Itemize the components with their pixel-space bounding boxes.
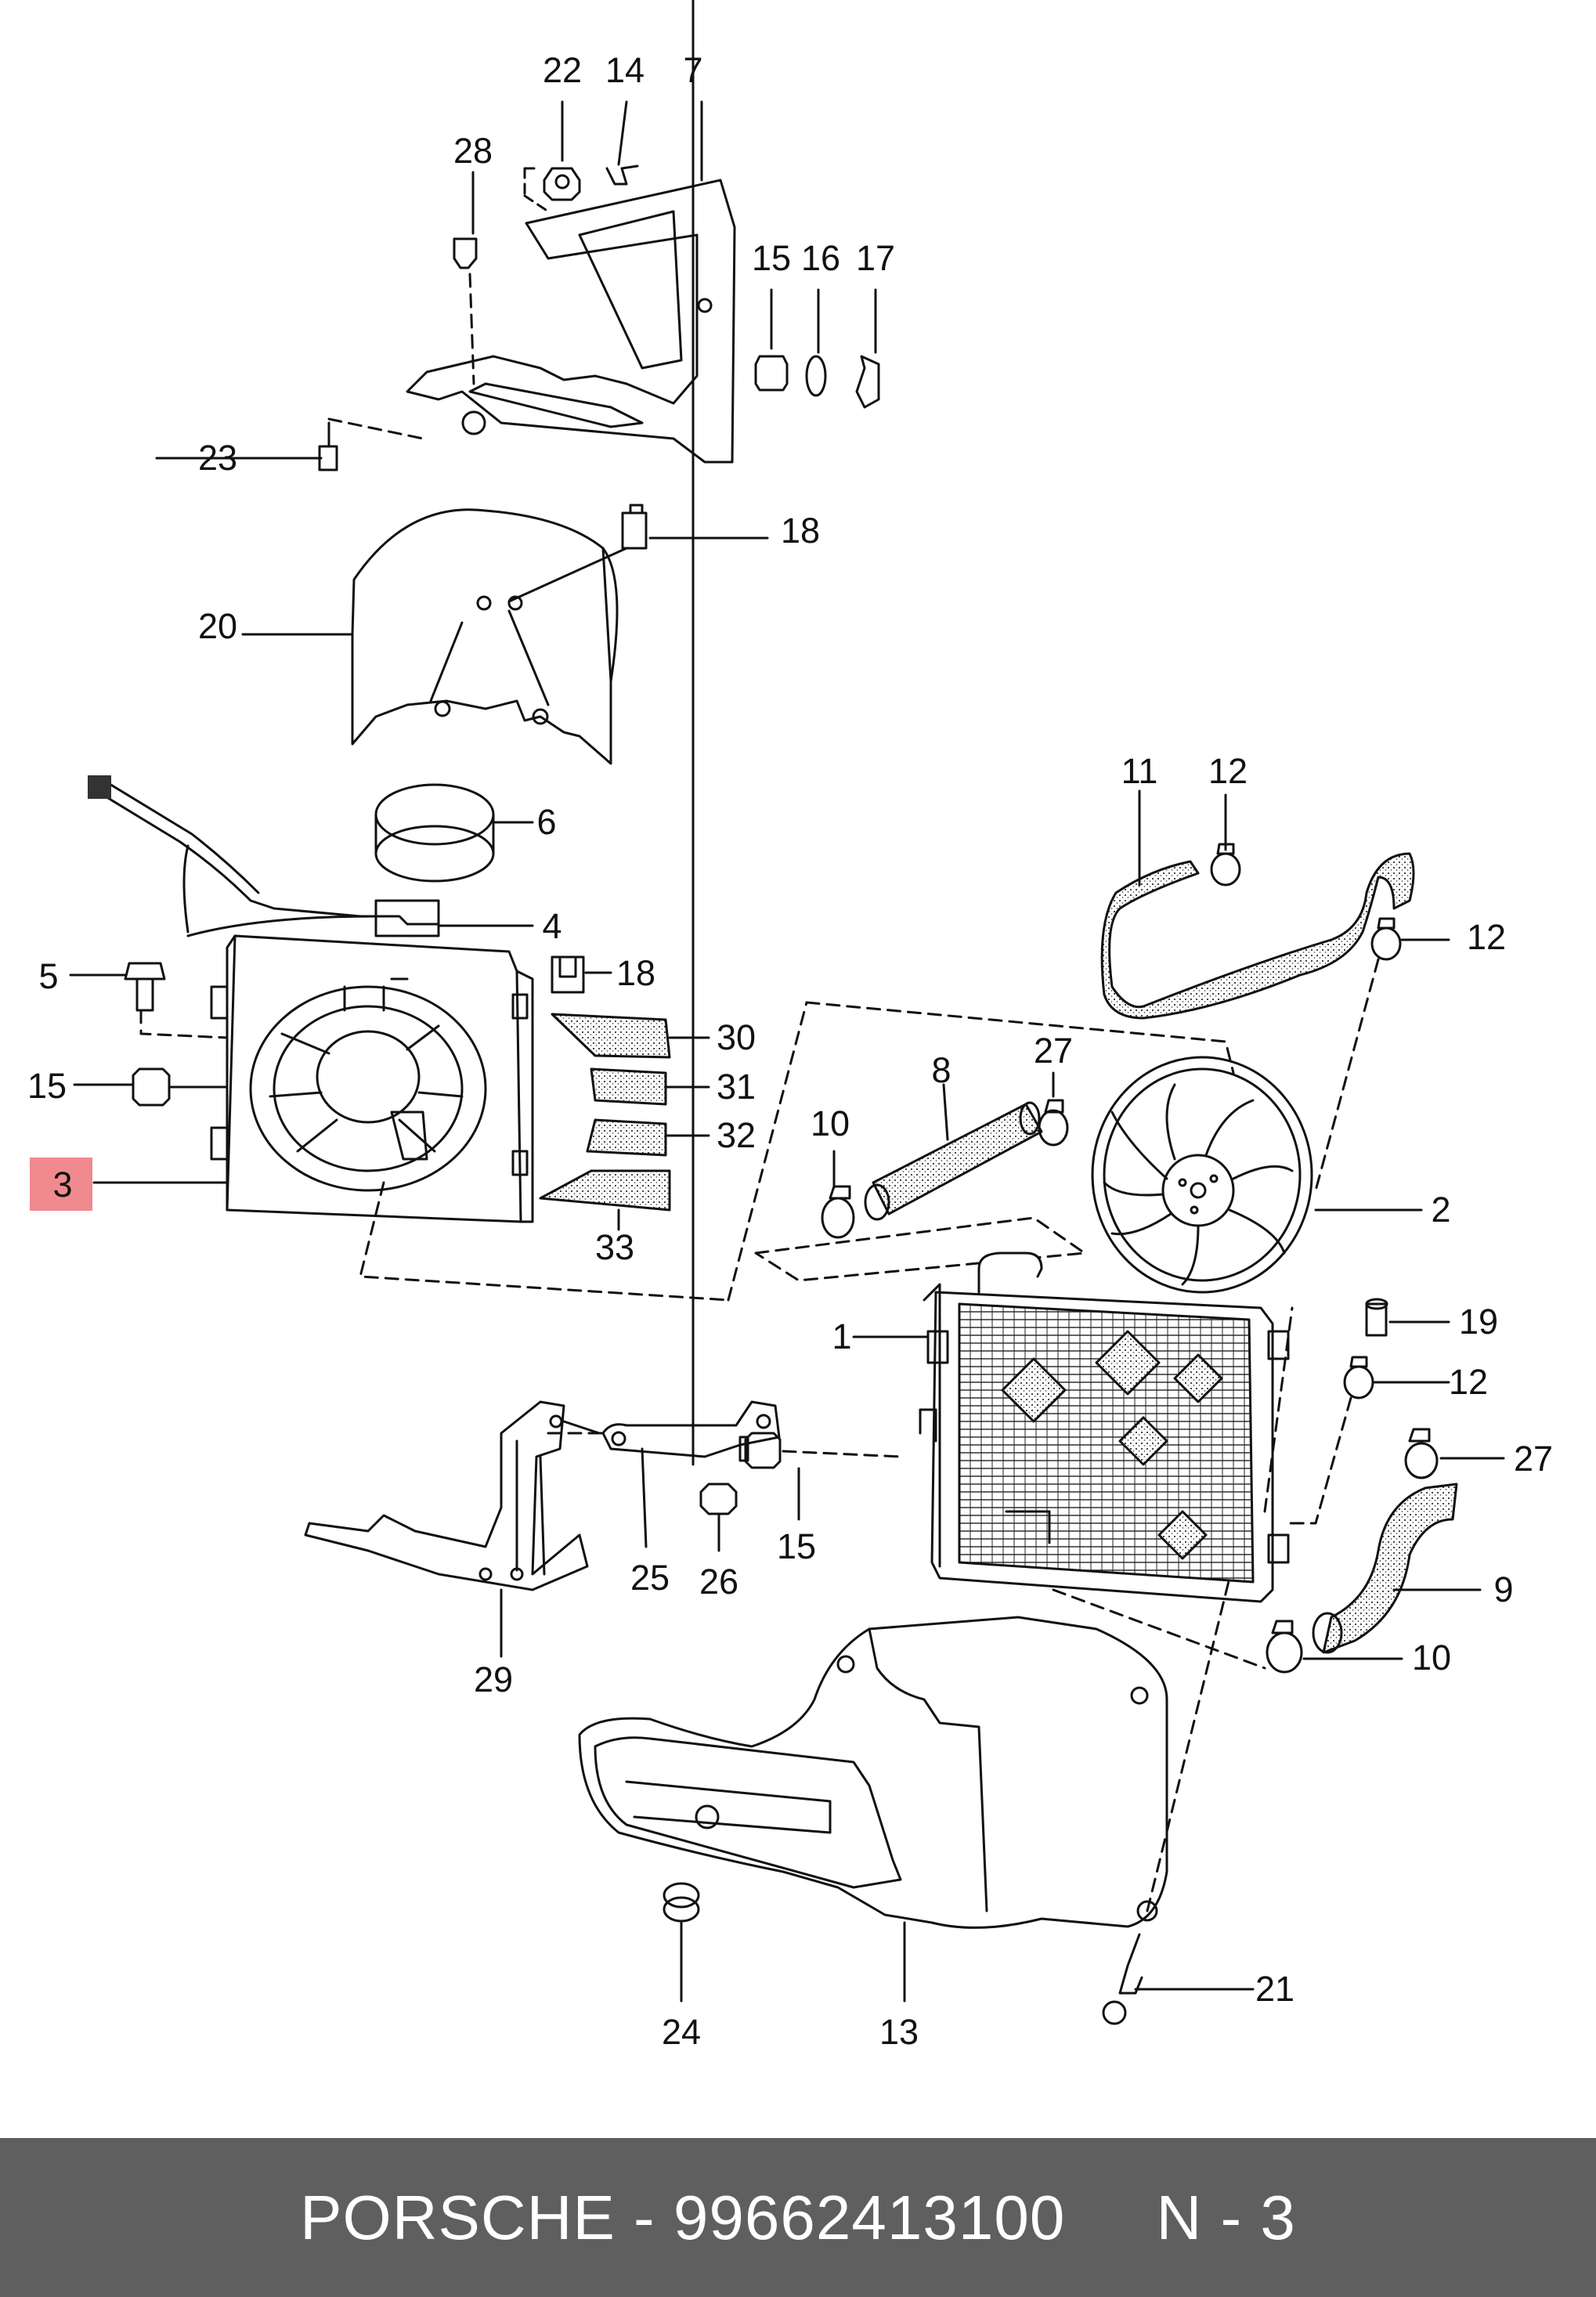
callout-4: 4 bbox=[542, 906, 561, 946]
callout-21: 21 bbox=[1255, 1969, 1294, 2009]
callout-28: 28 bbox=[453, 131, 493, 171]
callout-6: 6 bbox=[536, 802, 556, 842]
pad-33 bbox=[539, 1169, 671, 1231]
pad-30 bbox=[551, 1013, 710, 1059]
clip-18-top bbox=[621, 504, 769, 550]
callout-23: 23 bbox=[198, 438, 237, 478]
plug-24 bbox=[663, 1882, 700, 2003]
bolt-23-body bbox=[318, 421, 338, 471]
callout-14: 14 bbox=[605, 50, 645, 90]
ring-6 bbox=[374, 783, 534, 883]
connector-4 bbox=[88, 778, 534, 937]
footer-caption: PORSCHE - 99662413100 N - 3 bbox=[300, 2182, 1296, 2254]
bolt-5 bbox=[69, 962, 166, 1012]
callout-27-top: 27 bbox=[1034, 1031, 1073, 1071]
callout-11: 11 bbox=[1121, 751, 1158, 791]
callout-17: 17 bbox=[856, 238, 895, 278]
callout-31: 31 bbox=[717, 1067, 756, 1107]
clamp-27-right bbox=[1404, 1428, 1505, 1479]
callout-24: 24 bbox=[662, 2012, 701, 2052]
bracket-part-7 bbox=[406, 179, 736, 464]
spacer bbox=[1065, 2183, 1156, 2252]
callout-12-low: 12 bbox=[1449, 1362, 1488, 1402]
nut-26 bbox=[691, 0, 738, 1552]
clamp-12-top bbox=[1210, 793, 1241, 887]
callout-10-right: 10 bbox=[1412, 1638, 1451, 1678]
callout-8: 8 bbox=[931, 1050, 951, 1090]
clip-18-mid bbox=[551, 955, 612, 994]
callout-29: 29 bbox=[474, 1660, 513, 1699]
duct-13 bbox=[578, 1616, 1168, 2003]
pad-32 bbox=[586, 1118, 710, 1157]
callout-27-right: 27 bbox=[1514, 1439, 1553, 1479]
clip-14 bbox=[605, 164, 639, 186]
callout-18-mid: 18 bbox=[616, 953, 655, 993]
cap-19 bbox=[1365, 1298, 1450, 1337]
callout-10-top: 10 bbox=[811, 1103, 850, 1143]
clip-28 bbox=[453, 237, 478, 269]
separator: - bbox=[615, 2182, 673, 2252]
callout-18-top: 18 bbox=[781, 511, 820, 551]
hose-9 bbox=[1312, 1483, 1482, 1654]
callout-15-left: 15 bbox=[27, 1066, 67, 1106]
bolt-21 bbox=[1102, 1576, 1255, 2025]
fan-shroud-3 bbox=[92, 934, 730, 1302]
callout-25: 25 bbox=[630, 1558, 670, 1598]
shroud-20 bbox=[241, 508, 628, 765]
grommet-15-right bbox=[738, 1432, 902, 1521]
callout-22: 22 bbox=[543, 50, 582, 90]
clamp-10-upper bbox=[821, 1150, 855, 1239]
callout-1: 1 bbox=[832, 1316, 851, 1356]
callout-3: 3 bbox=[52, 1165, 72, 1204]
callout-33: 33 bbox=[595, 1227, 634, 1267]
callout-2: 2 bbox=[1431, 1190, 1450, 1230]
callout-19: 19 bbox=[1459, 1302, 1498, 1342]
callout-5: 5 bbox=[38, 956, 58, 996]
clamp-12-mid bbox=[1314, 917, 1450, 1192]
brand-name: PORSCHE bbox=[300, 2182, 616, 2252]
callout-15-right: 15 bbox=[777, 1526, 816, 1566]
callout-12-top: 12 bbox=[1208, 751, 1248, 791]
callout-12-mid: 12 bbox=[1467, 917, 1506, 957]
bracket-29 bbox=[304, 1400, 601, 1658]
callout-9: 9 bbox=[1493, 1569, 1513, 1609]
grommet-15-top bbox=[754, 288, 789, 392]
callout-26: 26 bbox=[699, 1562, 738, 1602]
pad-31 bbox=[590, 1067, 710, 1106]
callout-13: 13 bbox=[879, 2012, 919, 2052]
ring-16 bbox=[805, 288, 827, 397]
footer-bar: PORSCHE - 99662413100 N - 3 bbox=[0, 2138, 1596, 2297]
bracket-25 bbox=[547, 1400, 781, 1548]
clamp-10-right bbox=[1052, 1588, 1403, 1674]
callout-16: 16 bbox=[801, 238, 840, 278]
callout-32: 32 bbox=[717, 1115, 756, 1155]
callout-7: 7 bbox=[683, 50, 702, 90]
pipe-8 bbox=[864, 1083, 1043, 1221]
parts-diagram: 22 14 7 28 15 16 17 23 18 20 11 12 6 4 1… bbox=[27, 0, 1553, 2052]
part-number: 99662413100 bbox=[673, 2182, 1066, 2252]
clamp-12-low bbox=[1283, 1356, 1450, 1525]
callout-3-highlight bbox=[30, 1158, 92, 1211]
callout-20: 20 bbox=[198, 606, 237, 646]
grommet-15-left bbox=[73, 1067, 229, 1107]
radiator-1 bbox=[852, 1251, 1294, 1603]
clamp-27-upper bbox=[1038, 1071, 1069, 1147]
clip-17 bbox=[855, 288, 880, 409]
callout-15-top: 15 bbox=[752, 238, 791, 278]
position-label: N - 3 bbox=[1156, 2182, 1296, 2252]
nut-22 bbox=[543, 100, 581, 201]
hose-11 bbox=[1100, 789, 1415, 1020]
callout-30: 30 bbox=[717, 1017, 756, 1057]
fan-2 bbox=[1091, 1056, 1423, 1294]
callout-labels: 22 14 7 28 15 16 17 23 18 20 11 12 6 4 1… bbox=[27, 50, 1553, 2052]
